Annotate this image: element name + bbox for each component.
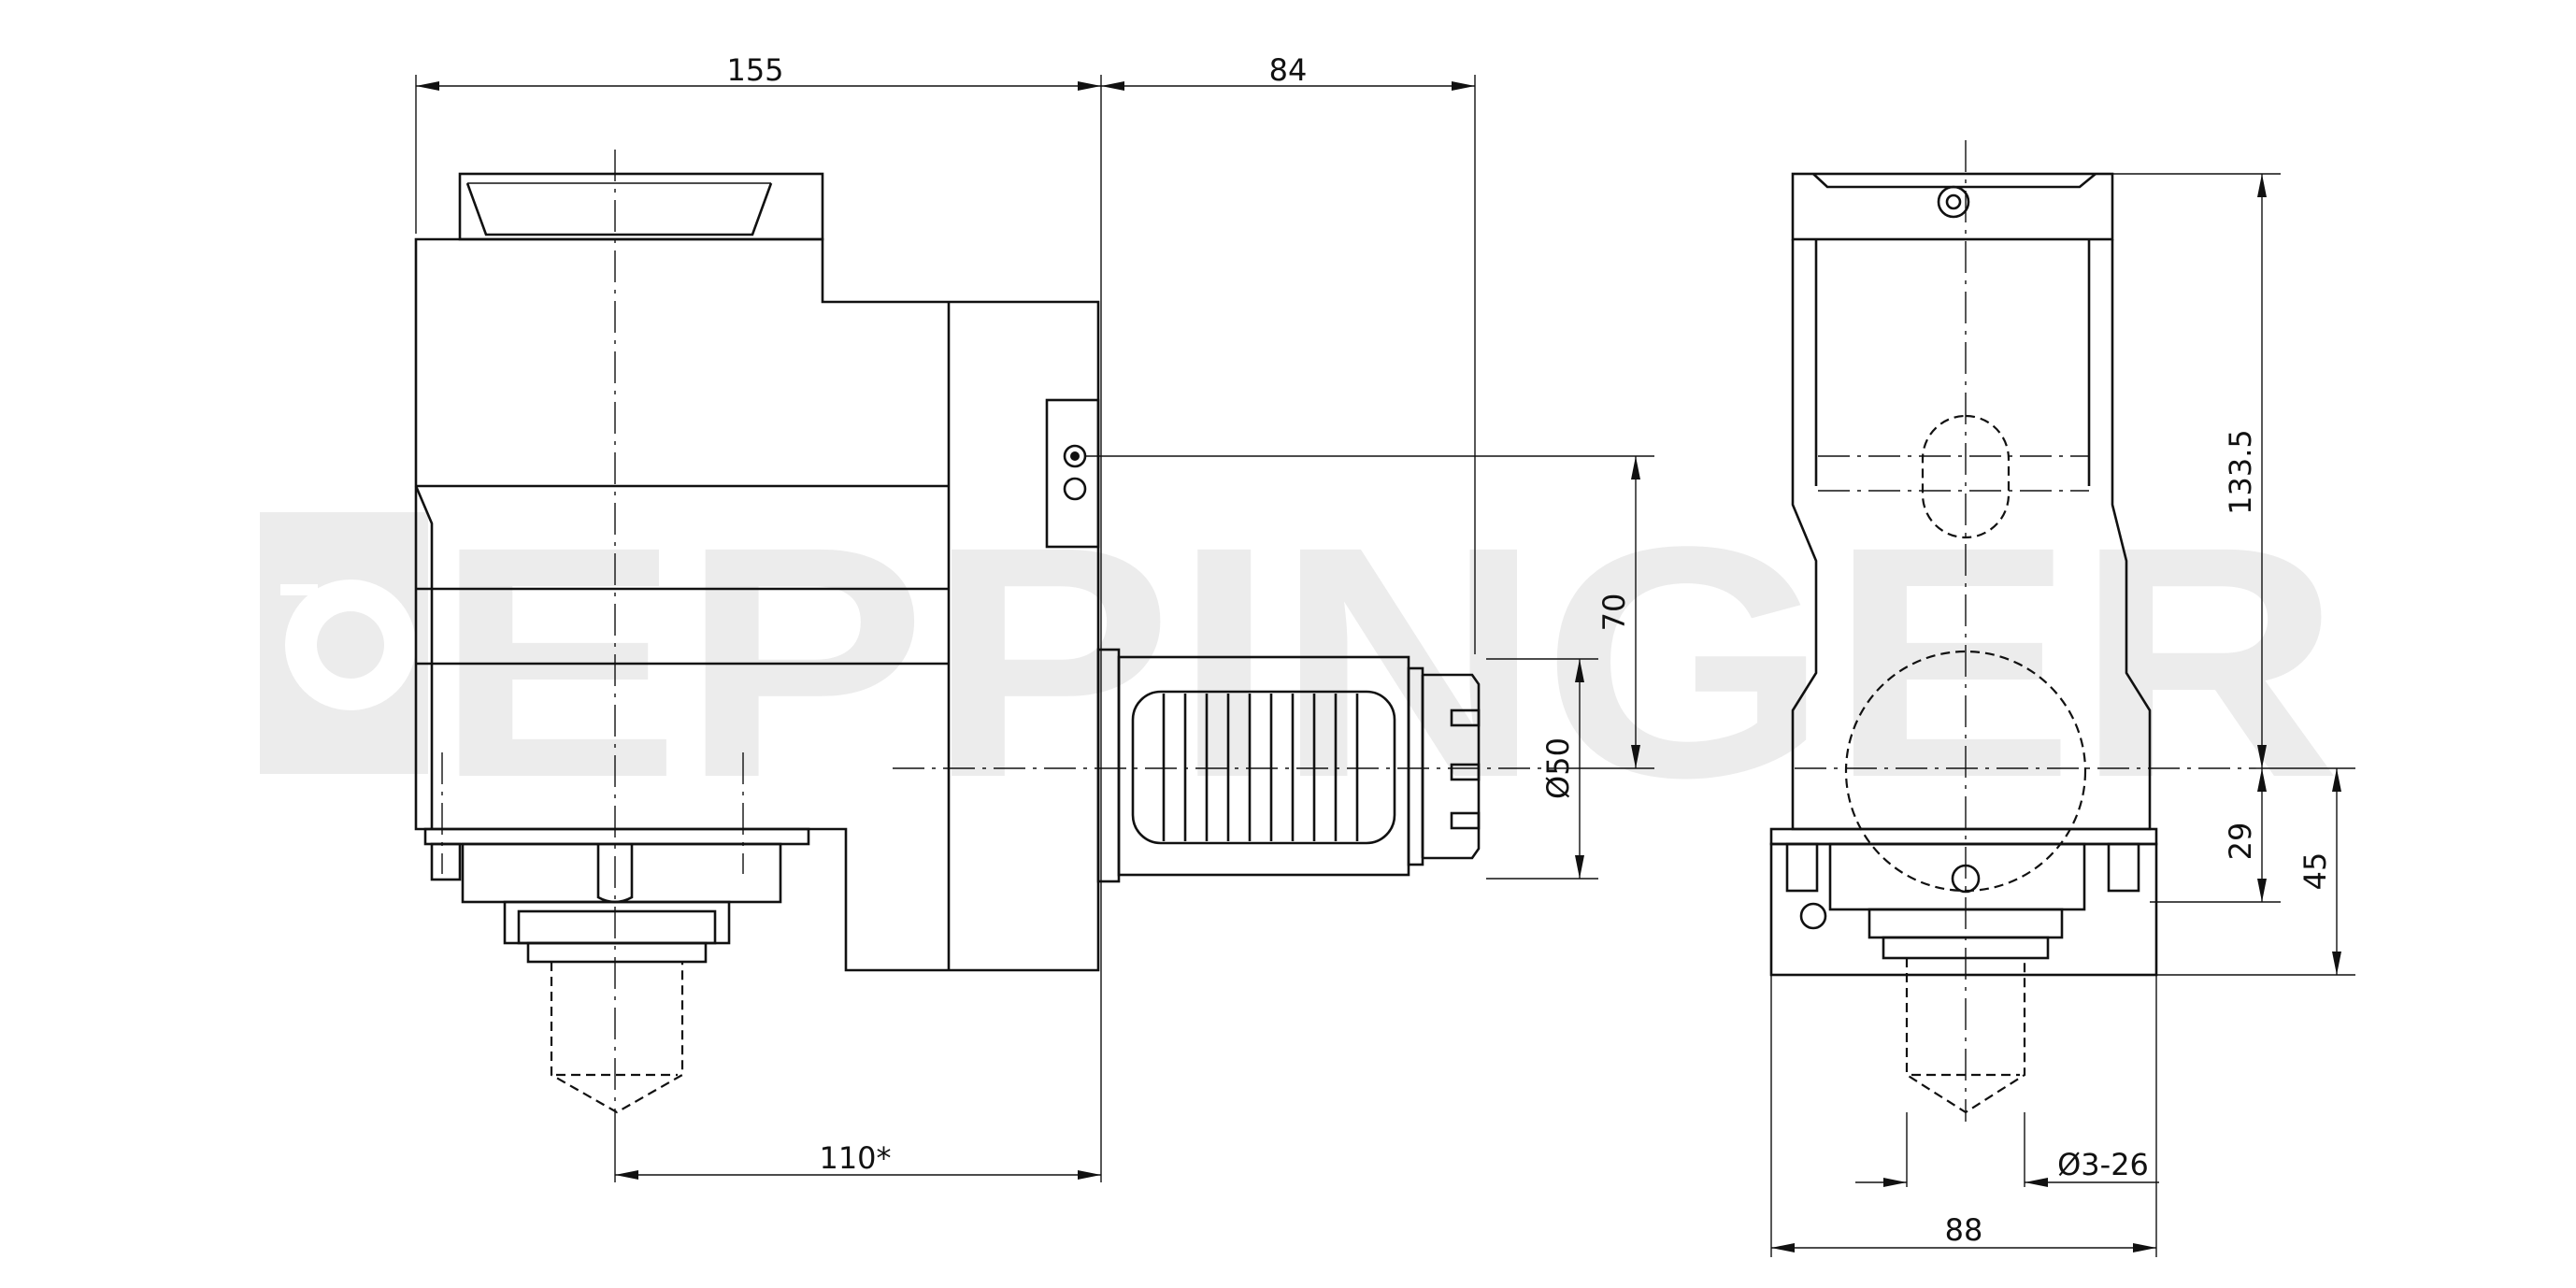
bellows-sleeve: [1131, 690, 1396, 845]
dim-diameter-50: Ø50: [1486, 658, 1598, 880]
eppinger-watermark: EPPINGER: [260, 478, 2341, 846]
dim-label-29: 29: [2223, 823, 2258, 861]
eppinger-watermark-text: EPPINGER: [435, 478, 2341, 846]
dim-label-45: 45: [2297, 852, 2333, 891]
front-bottom-assembly: [1769, 827, 2158, 1114]
dim-label-88: 88: [1945, 1212, 1983, 1248]
dim-height-133-5: 133.5: [2112, 173, 2281, 768]
dim-label-84: 84: [1269, 52, 1308, 88]
dim-label-70: 70: [1596, 594, 1632, 632]
dim-label-collet-range: Ø3-26: [2057, 1147, 2149, 1182]
dim-height-70: 70: [1086, 455, 1654, 769]
dim-label-155: 155: [726, 52, 783, 88]
dim-collet-range: Ø3-26: [1855, 1112, 2159, 1187]
output-shaft: [1096, 648, 1481, 883]
dim-height-45: 45: [2150, 767, 2355, 976]
dim-label-diameter-50: Ø50: [1540, 737, 1576, 799]
dim-width-155: 155: [415, 52, 1102, 1182]
eppinger-logo-mark: [260, 512, 428, 774]
dim-length-110: 110*: [614, 1131, 1101, 1182]
dim-height-29: 29: [2150, 768, 2281, 903]
front-top-cap: [1791, 172, 2114, 241]
dim-width-88: 88: [1770, 975, 2157, 1257]
top-cap: [458, 172, 824, 241]
dim-label-110: 110*: [819, 1140, 891, 1176]
side-view: [414, 150, 1566, 1131]
side-plate: [1045, 398, 1100, 549]
front-view: [1769, 140, 2262, 1122]
dim-width-84: 84: [1101, 52, 1476, 654]
dim-label-133-5: 133.5: [2223, 429, 2258, 515]
bottom-assembly: [423, 827, 810, 1114]
